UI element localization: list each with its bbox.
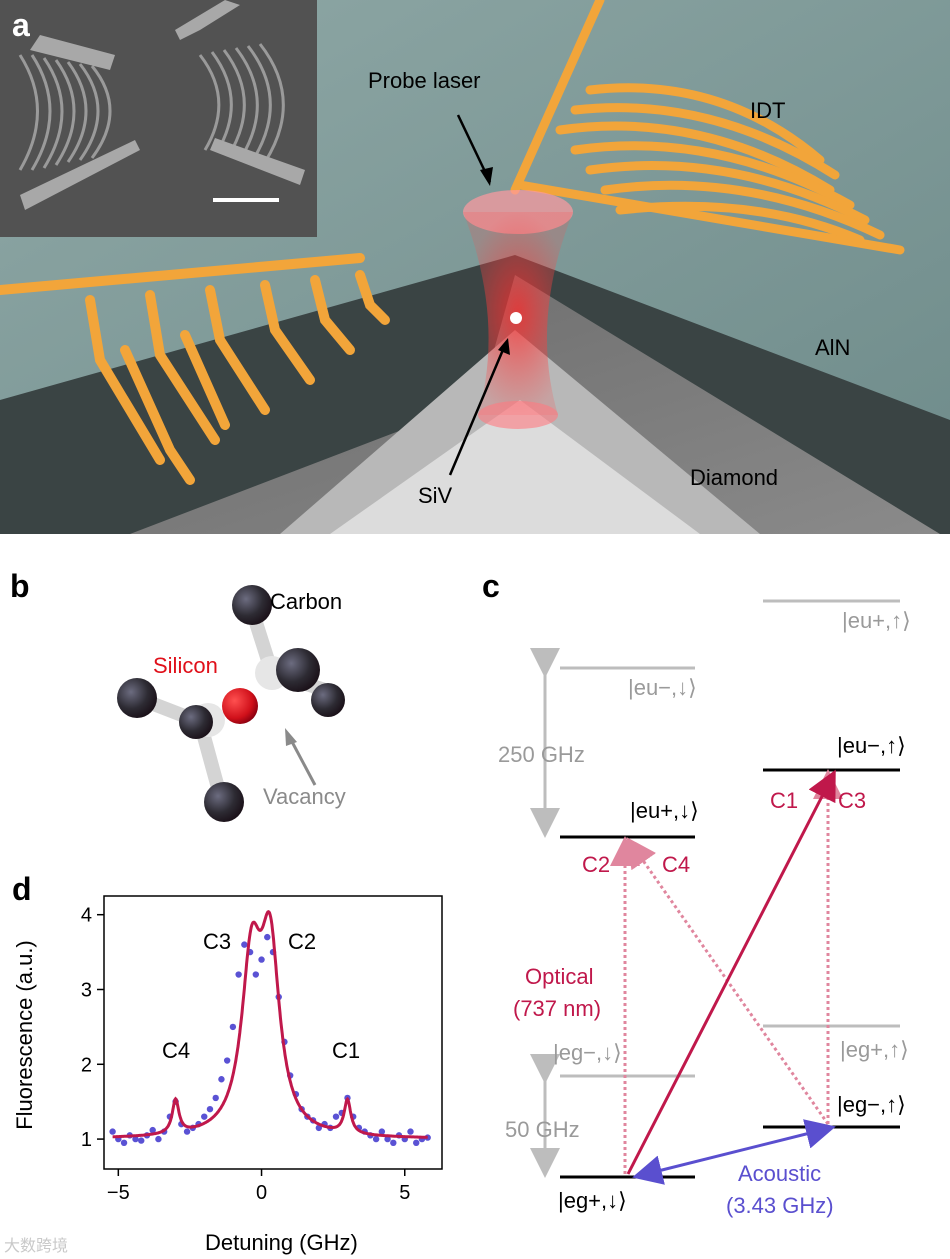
silicon-label: Silicon — [153, 653, 218, 678]
vacancy-label: Vacancy — [263, 784, 346, 809]
acoustic-label: Acoustic — [738, 1161, 821, 1186]
y-axis-label: Fluorescence (a.u.) — [12, 940, 37, 1130]
x-tick-label: 0 — [256, 1182, 267, 1204]
data-point — [155, 1135, 162, 1143]
probe-laser-label: Probe laser — [368, 68, 481, 93]
panel-a-label: a — [12, 7, 30, 43]
panel-c-label: c — [482, 568, 500, 604]
idt-label: IDT — [750, 98, 785, 123]
acoustic-transition — [632, 1119, 836, 1185]
fit-curve — [112, 910, 428, 1139]
data-point — [229, 1023, 237, 1031]
vacancy-arrow — [288, 737, 317, 786]
scale-bar — [213, 198, 279, 202]
data-point — [201, 1113, 208, 1120]
probe-laser-beam — [463, 190, 573, 429]
silicon-atom — [222, 688, 258, 724]
aln-label: AlN — [815, 335, 850, 360]
split-250-label: 250 GHz — [498, 742, 585, 767]
transition-c1-label: C1 — [770, 788, 798, 813]
optical-label: Optical — [525, 964, 593, 989]
fluorescence-chart: d 1 2 3 4 −5 0 5 Detuning (GHz) Fluorescence … — [12, 871, 443, 1255]
data-point — [390, 1139, 397, 1147]
carbon-atom — [311, 683, 345, 717]
data-point — [378, 1128, 386, 1135]
peak-c4-label: C4 — [162, 1038, 190, 1063]
peak-c2-label: C2 — [288, 929, 316, 954]
data-point — [264, 933, 271, 941]
data-point — [218, 1076, 225, 1083]
y-tick-label: 2 — [81, 1054, 92, 1076]
data-point — [149, 1126, 156, 1134]
device-illustration: a Probe laser IDT AlN SiV Diamond — [0, 0, 950, 534]
carbon-atom — [276, 648, 320, 692]
right-idt-electrodes — [510, 0, 905, 255]
carbon-atom — [179, 705, 213, 739]
transition-c4 — [626, 837, 830, 1125]
data-point — [384, 1135, 391, 1143]
watermark: 大数跨境 — [4, 1238, 69, 1255]
x-tick-label: 5 — [399, 1182, 410, 1204]
data-point — [206, 1105, 214, 1113]
data-point — [223, 1057, 231, 1064]
left-idt-electrodes — [0, 253, 390, 485]
peak-c1-label: C1 — [332, 1038, 360, 1063]
carbon-atom — [204, 782, 244, 822]
data-point — [372, 1135, 380, 1143]
data-point — [109, 1128, 116, 1135]
label-eg-plus-down: |eg+,↓⟩ — [558, 1188, 627, 1213]
data-point — [132, 1135, 139, 1143]
siv-label: SiV — [418, 483, 453, 508]
data-point — [407, 1128, 414, 1135]
energy-level-diagram: c |eu+,↑⟩ |eu−,↓⟩ |eu−,↑⟩ |eu+,↓⟩ |eg−,↓… — [482, 568, 911, 1218]
label-eg-plus-up: |eg+,↑⟩ — [840, 1037, 909, 1062]
y-tick-label: 1 — [81, 1129, 92, 1151]
plot-frame — [103, 895, 443, 1170]
data-point — [252, 971, 260, 978]
data-point — [183, 1128, 191, 1135]
diamond-label: Diamond — [690, 465, 778, 490]
label-eu-minus-up: |eu−,↑⟩ — [837, 733, 906, 758]
label-eg-minus-up: |eg−,↑⟩ — [837, 1092, 906, 1117]
label-eu-minus-down: |eu−,↓⟩ — [628, 675, 697, 700]
data-point — [120, 1139, 128, 1147]
panel-b-label: b — [10, 568, 30, 604]
data-point — [413, 1139, 420, 1147]
carbon-atom — [117, 678, 157, 718]
transition-c4-label: C4 — [662, 852, 690, 877]
x-tick-label: −5 — [107, 1182, 130, 1204]
optical-wavelength: (737 nm) — [513, 996, 601, 1021]
peak-c3-label: C3 — [203, 929, 231, 954]
transition-c2-label: C2 — [582, 852, 610, 877]
sem-inset-image — [0, 0, 317, 237]
split-50-label: 50 GHz — [505, 1117, 580, 1142]
x-axis-label: Detuning (GHz) — [205, 1230, 358, 1255]
data-point — [138, 1137, 145, 1144]
acoustic-frequency: (3.43 GHz) — [726, 1193, 834, 1218]
label-eu-plus-down: |eu+,↓⟩ — [630, 798, 699, 823]
data-point — [235, 971, 242, 978]
label-eu-plus-up: |eu+,↑⟩ — [842, 608, 911, 633]
data-point — [241, 941, 248, 948]
transition-c1 — [626, 769, 836, 1175]
y-tick-label: 3 — [81, 979, 92, 1001]
siv-structure-diagram: b Carbon Silicon Vacancy — [10, 568, 346, 822]
siv-arrow — [448, 344, 507, 476]
data-point — [212, 1094, 219, 1102]
panel-d-label: d — [12, 871, 32, 907]
carbon-atom — [232, 585, 272, 625]
y-tick-label: 4 — [81, 905, 92, 927]
carbon-label: Carbon — [270, 589, 342, 614]
transition-c3-label: C3 — [838, 788, 866, 813]
siv-emitter-dot — [510, 312, 522, 324]
data-point — [332, 1113, 340, 1120]
label-eg-minus-down: |eg−,↓⟩ — [553, 1040, 622, 1065]
data-point — [258, 956, 265, 963]
